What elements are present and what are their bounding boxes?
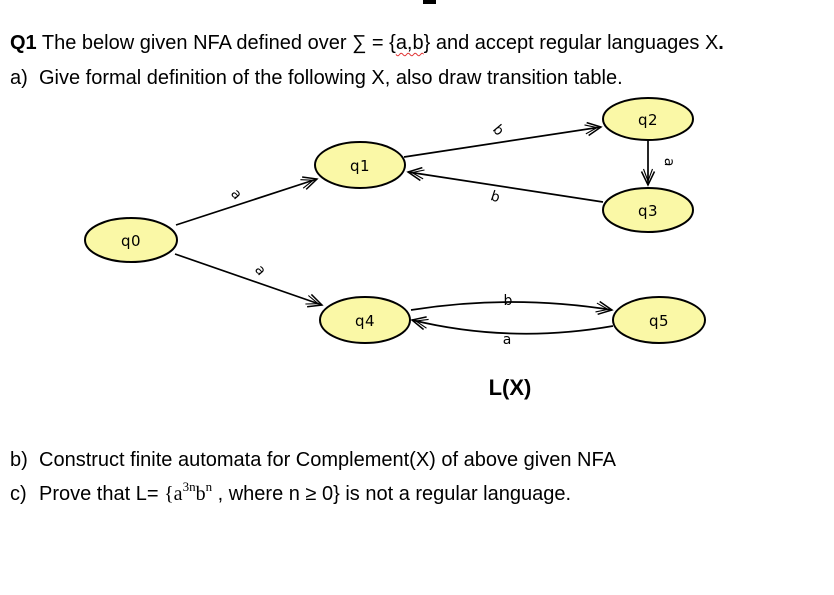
edge-q5-q4: [410, 316, 614, 335]
state-label-q5: q5: [649, 312, 669, 330]
math-base-b: b: [195, 483, 206, 505]
state-label-q4: q4: [355, 312, 375, 330]
state-label-q2: q2: [638, 111, 658, 129]
cropped-text-fragment: [423, 0, 436, 4]
math-superscript-n: n: [205, 479, 213, 495]
edge-q0-q4: [174, 253, 324, 308]
edge-label-q2-q3: a: [661, 158, 677, 167]
state-label-q0: q0: [121, 232, 141, 250]
state-q0: [84, 217, 178, 263]
edge-q3-q1: [406, 166, 604, 203]
state-q4: [319, 296, 411, 344]
item-c-text-post: , where n ≥ 0} is not a regular language…: [212, 483, 572, 505]
item-a-text: Give formal definition of the following …: [39, 67, 623, 89]
state-q5: [612, 296, 706, 344]
question-item-b: b) Construct finite automata for Compleme…: [10, 447, 616, 473]
question-item-a: a) Give formal definition of the followin…: [10, 65, 623, 91]
item-c-marker: c): [10, 483, 27, 505]
edge-q4-q5: [410, 300, 614, 316]
state-q1: [314, 141, 406, 189]
edge-label-q3-q1: b: [489, 188, 503, 206]
diagram-caption: L(X): [488, 375, 532, 400]
math-superscript-3n: 3n: [182, 479, 196, 495]
title-text-2: } and accept regular languages X: [423, 32, 719, 54]
spellcheck-underlined-text: a,b: [395, 32, 424, 54]
state-q2: [602, 97, 694, 141]
state-label-q3: q3: [638, 202, 658, 220]
edge-label-q0-q1: a: [227, 186, 245, 203]
math-open: {a: [164, 483, 183, 505]
item-c-text-pre: Prove that L=: [39, 483, 165, 505]
edge-q0-q1: [175, 176, 319, 226]
question-title: Q1 The below given NFA defined over ∑ = …: [10, 30, 724, 56]
math-expression: {a3nbn: [164, 480, 212, 505]
edge-label-q1-q2: b: [489, 122, 507, 139]
question-number: Q1: [10, 32, 37, 54]
title-period: .: [718, 32, 724, 54]
state-q3: [602, 187, 694, 233]
state-label-q1: q1: [350, 157, 370, 175]
edge-label-q4-q5: b: [504, 293, 513, 309]
question-item-c: c) Prove that L= {a3nbn , where n ≥ 0} is…: [10, 480, 572, 507]
title-text-1: The below given NFA defined over ∑ = {: [36, 32, 396, 54]
edge-label-q5-q4: a: [503, 332, 512, 348]
item-b-text: Construct finite automata for Complement…: [39, 449, 616, 471]
item-b-marker: b): [10, 449, 28, 471]
edge-label-q0-q4: a: [251, 262, 269, 279]
item-a-marker: a): [10, 67, 28, 89]
edge-q1-q2: [403, 121, 603, 158]
